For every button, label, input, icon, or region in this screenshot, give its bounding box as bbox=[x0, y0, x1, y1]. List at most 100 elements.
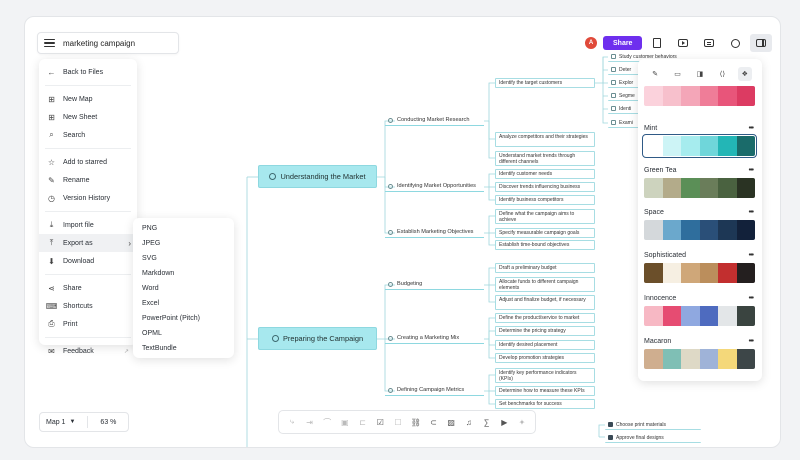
main-topic[interactable]: Preparing the Campaign bbox=[258, 327, 377, 350]
collapse-dot-icon[interactable] bbox=[388, 281, 393, 287]
theme-option[interactable]: Woodland••• bbox=[638, 379, 762, 382]
boundary-icon[interactable]: ▣ bbox=[341, 417, 349, 427]
color-swatches[interactable] bbox=[644, 349, 755, 369]
more-options-icon[interactable]: ••• bbox=[748, 337, 754, 345]
task-item[interactable]: Identi bbox=[608, 104, 648, 114]
export-option[interactable]: OPML bbox=[142, 330, 162, 337]
map-name[interactable]: Map 1 bbox=[46, 418, 66, 426]
menu-item-export-as[interactable]: ⤒Export as› bbox=[39, 234, 137, 252]
task-item[interactable]: Segme bbox=[608, 91, 648, 101]
leaf-topic[interactable]: Identify customer needs bbox=[495, 169, 595, 179]
present-button[interactable] bbox=[672, 34, 694, 52]
export-option[interactable]: Markdown bbox=[142, 270, 175, 277]
subtopic[interactable]: Establish Marketing Objectives bbox=[385, 227, 484, 238]
task-item[interactable]: Exami bbox=[608, 118, 648, 128]
export-option[interactable]: JPEG bbox=[142, 240, 161, 247]
subtopic[interactable]: Budgeting bbox=[385, 279, 484, 290]
attachment-icon[interactable]: ⊂ bbox=[430, 417, 437, 427]
sticker-tab-icon[interactable]: ◨ bbox=[696, 71, 704, 78]
audio-icon[interactable]: ♫ bbox=[465, 417, 472, 427]
more-options-icon[interactable]: ••• bbox=[748, 124, 754, 132]
menu-item-new-map[interactable]: ⊞New Map bbox=[39, 90, 137, 108]
leaf-topic[interactable]: Develop promotion strategies bbox=[495, 353, 595, 363]
export-option[interactable]: SVG bbox=[142, 255, 157, 262]
menu-item-new-sheet[interactable]: ⊞New Sheet bbox=[39, 108, 137, 126]
leaf-topic[interactable]: Identify the target customers bbox=[495, 78, 595, 88]
zoom-level[interactable]: 63 % bbox=[100, 418, 117, 426]
leaf-topic[interactable]: Discover trends influencing business bbox=[495, 182, 595, 192]
color-swatches[interactable] bbox=[644, 178, 755, 198]
checkbox-icon[interactable] bbox=[611, 67, 616, 72]
leaf-topic[interactable]: Define the product/service to market bbox=[495, 313, 595, 323]
outline-button[interactable] bbox=[698, 34, 720, 52]
more-options-icon[interactable]: ••• bbox=[748, 208, 754, 216]
color-swatches[interactable] bbox=[642, 134, 757, 158]
theme-option[interactable]: Space••• bbox=[638, 207, 762, 240]
menu-item-import-file[interactable]: ⤓Import file bbox=[39, 216, 137, 234]
theme-option[interactable]: Mint••• bbox=[638, 123, 762, 158]
collapse-dot-icon[interactable] bbox=[271, 335, 279, 342]
theme-option[interactable] bbox=[638, 86, 762, 106]
add-child-icon[interactable]: ⤷ bbox=[289, 417, 295, 426]
collapse-dot-icon[interactable] bbox=[388, 117, 393, 123]
image-icon[interactable]: ▨ bbox=[447, 417, 455, 427]
leaf-topic[interactable]: Set benchmarks for success bbox=[495, 399, 595, 409]
add-sibling-icon[interactable]: ⇥ bbox=[306, 417, 313, 427]
share-button[interactable]: Share bbox=[603, 36, 643, 50]
subtopic[interactable]: Identifying Market Opportunities bbox=[385, 181, 484, 192]
color-swatches[interactable] bbox=[644, 86, 755, 106]
menu-item-add-starred[interactable]: ☆Add to starred bbox=[39, 153, 137, 171]
export-option[interactable]: TextBundle bbox=[142, 345, 177, 352]
collapse-dot-icon[interactable] bbox=[388, 183, 393, 189]
panel-toggle-button[interactable] bbox=[750, 34, 773, 52]
palette-tab-icon[interactable]: ❖ bbox=[737, 67, 752, 81]
leaf-topic[interactable]: Identify business competitors bbox=[495, 195, 595, 205]
menu-item-download[interactable]: ⬇Download bbox=[39, 252, 137, 270]
task-item[interactable]: Choose print materials bbox=[605, 420, 701, 430]
subtopic[interactable]: Defining Campaign Metrics bbox=[385, 385, 484, 396]
leaf-topic[interactable]: Identify desired placement bbox=[495, 340, 595, 350]
theme-option[interactable]: Innocence••• bbox=[638, 293, 762, 326]
brush-tab-icon[interactable]: ✎ bbox=[652, 71, 659, 78]
leaf-topic[interactable]: Define what the campaign aims to achieve bbox=[495, 209, 595, 224]
collapse-dot-icon[interactable] bbox=[269, 173, 277, 180]
color-swatches[interactable] bbox=[644, 263, 755, 283]
menu-item-shortcuts[interactable]: ⌨Shortcuts bbox=[39, 297, 137, 315]
checkbox-icon[interactable] bbox=[611, 93, 616, 98]
menu-item-version-history[interactable]: ◷Version History bbox=[39, 189, 137, 207]
slides-tab-icon[interactable]: ▭ bbox=[674, 71, 681, 78]
code-tab-icon[interactable]: ⟨⟩ bbox=[719, 71, 726, 78]
export-option[interactable]: Excel bbox=[142, 300, 160, 307]
menu-item-feedback[interactable]: ✉Feedback↗ bbox=[39, 342, 137, 360]
equation-icon[interactable]: ∑ bbox=[483, 417, 490, 427]
mindmap-canvas[interactable]: Understanding the Market Preparing the C… bbox=[25, 17, 780, 447]
document-title-input[interactable] bbox=[63, 38, 163, 48]
task-item[interactable]: Approve final designs bbox=[605, 433, 701, 443]
export-option[interactable]: Word bbox=[142, 285, 159, 292]
leaf-topic[interactable]: Determine how to measure these KPIs bbox=[495, 386, 595, 396]
leaf-topic[interactable]: Adjust and finalize budget, if necessary bbox=[495, 295, 595, 310]
export-option[interactable]: PNG bbox=[142, 225, 158, 232]
menu-item-rename[interactable]: ✎Rename bbox=[39, 171, 137, 189]
task-item[interactable]: Deter bbox=[608, 65, 648, 75]
leaf-topic[interactable]: Analyze competitors and their strategies bbox=[495, 132, 595, 147]
color-swatches[interactable] bbox=[644, 306, 755, 326]
summary-icon[interactable]: ⊏ bbox=[359, 417, 366, 427]
theme-option[interactable]: Green Tea••• bbox=[638, 165, 762, 198]
collapse-dot-icon[interactable] bbox=[388, 387, 393, 393]
export-option[interactable]: PowerPoint (Pitch) bbox=[142, 315, 200, 322]
theme-option[interactable]: Macaron••• bbox=[638, 336, 762, 369]
collapse-dot-icon[interactable] bbox=[388, 229, 393, 235]
ai-sparkle-icon[interactable]: ✦ bbox=[518, 417, 526, 427]
color-swatches[interactable] bbox=[644, 220, 755, 240]
video-icon[interactable]: ▶ bbox=[501, 417, 508, 427]
leaf-topic[interactable]: Identify key performance indicators (KPI… bbox=[495, 368, 595, 383]
theme-option[interactable]: Sophisticated••• bbox=[638, 250, 762, 283]
user-avatar[interactable]: A bbox=[585, 37, 597, 49]
checkbox-icon[interactable] bbox=[611, 80, 616, 85]
checkbox-icon[interactable] bbox=[611, 106, 616, 111]
menu-item-back[interactable]: ←Back to Files bbox=[39, 63, 137, 81]
more-options-icon[interactable]: ••• bbox=[748, 294, 754, 302]
leaf-topic[interactable]: Determine the pricing strategy bbox=[495, 326, 595, 336]
checkbox-icon[interactable] bbox=[611, 54, 616, 59]
